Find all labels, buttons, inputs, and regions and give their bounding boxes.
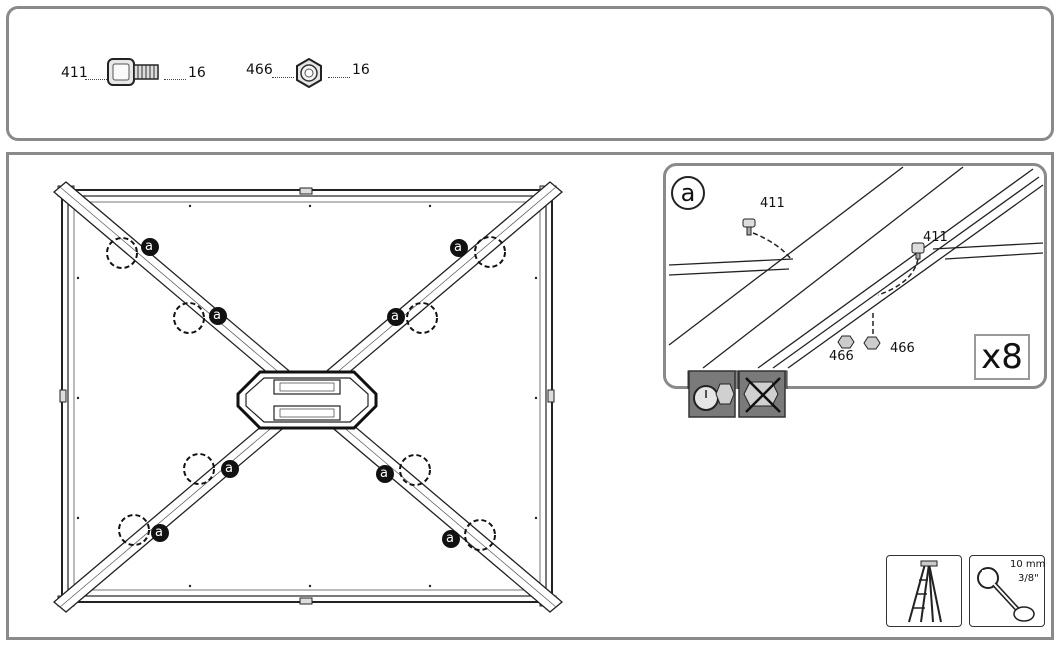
parts-panel — [6, 6, 1054, 141]
ladder-icon — [908, 560, 942, 623]
callout-marker-a: a — [145, 239, 153, 254]
callout-marker-a: a — [155, 525, 163, 540]
part-466-qty-leader — [328, 77, 350, 78]
part-466-leader — [272, 77, 294, 78]
detail-marker-a: a — [671, 176, 705, 210]
part-411-leader — [85, 79, 107, 80]
wrench-tool — [969, 555, 1045, 627]
bolt-icon — [107, 58, 159, 86]
main-panel — [6, 152, 1054, 640]
callout-marker-a: a — [391, 309, 399, 324]
callout-marker-a: a — [225, 461, 233, 476]
roof-frame-drawing — [52, 181, 564, 613]
wrench-size-imperial: 3/8" — [1018, 573, 1039, 584]
detail-bolt-label: 411 — [760, 196, 785, 211]
ladder-tool — [886, 555, 962, 627]
tighten-indicators — [688, 370, 786, 418]
detail-nut-label: 466 — [829, 349, 854, 364]
callout-marker-a: a — [380, 466, 388, 481]
part-411-qty-leader — [164, 79, 186, 80]
part-411-number: 411 — [61, 65, 88, 81]
wrench-size-metric: 10 mm — [1010, 559, 1046, 570]
detail-nut-label: 466 — [890, 341, 915, 356]
detail-bolt-label: 411 — [923, 230, 948, 245]
part-466-qty: 16 — [352, 62, 370, 78]
part-411-qty: 16 — [188, 65, 206, 81]
wrench-icon — [977, 567, 1035, 622]
nut-icon — [296, 58, 322, 88]
part-466-number: 466 — [246, 62, 273, 78]
callout-marker-a: a — [213, 308, 221, 323]
callout-marker-a: a — [446, 531, 454, 546]
callout-marker-a: a — [454, 240, 462, 255]
multiplier-box: x8 — [974, 334, 1030, 380]
